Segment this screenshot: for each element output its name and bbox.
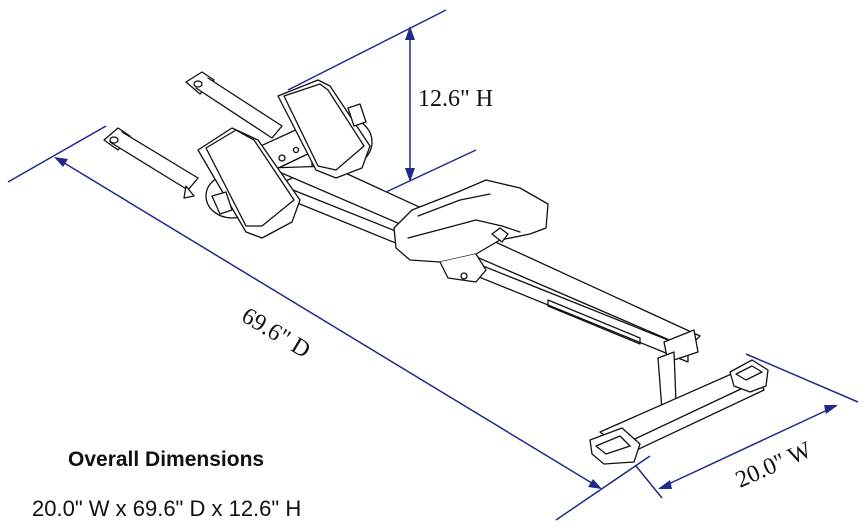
- right-footplate: [277, 79, 371, 179]
- seat: [393, 179, 549, 283]
- height-label: 12.6" H: [418, 86, 493, 112]
- rear-left-foot: [103, 127, 199, 199]
- depth-label: 69.6" D: [237, 303, 315, 364]
- overall-dimensions-summary: 20.0" W x 69.6" D x 12.6" H: [32, 496, 302, 521]
- rear-right-foot: [185, 71, 283, 139]
- front-stabilizer: [589, 351, 769, 465]
- left-footplate: [197, 127, 301, 239]
- dimension-lines: [7, 9, 859, 521]
- width-dimension: [635, 353, 859, 499]
- overall-dimensions-title: Overall Dimensions: [68, 448, 265, 471]
- depth-dimension: [7, 125, 651, 521]
- rowing-machine-drawing: [103, 71, 769, 465]
- width-label: 20.0" W: [732, 437, 816, 493]
- height-dimension: [287, 9, 477, 193]
